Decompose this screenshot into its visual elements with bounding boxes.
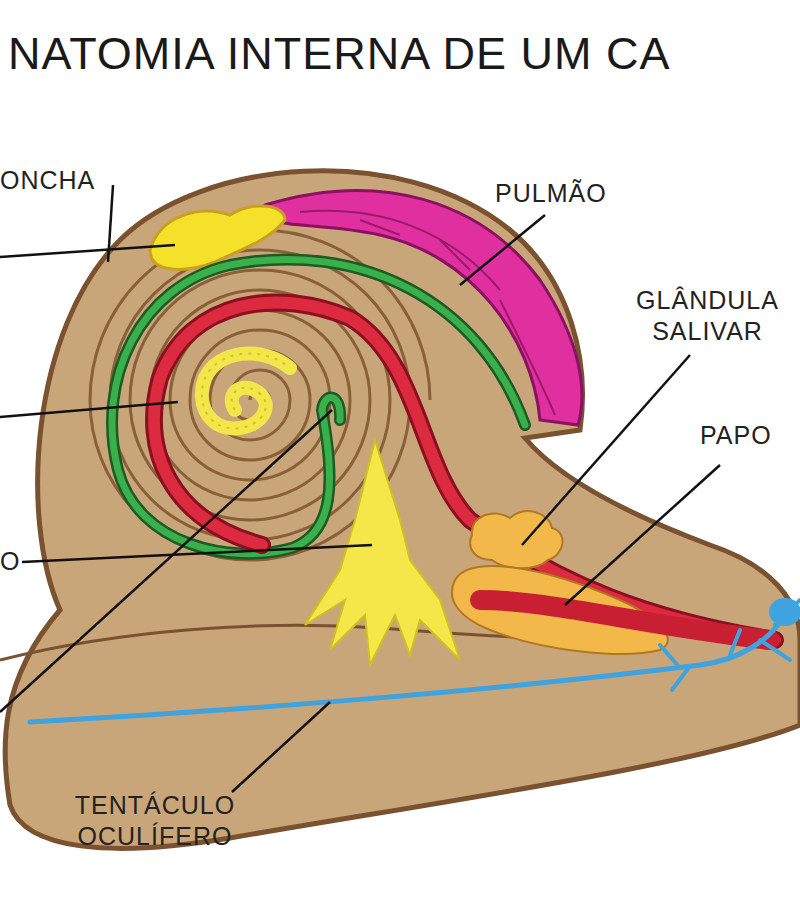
- leader-line: [232, 702, 330, 792]
- nerve-cord: [30, 615, 785, 722]
- leader-line: [0, 402, 178, 417]
- leader-line: [460, 215, 545, 285]
- part-label: ONCHA: [0, 165, 120, 196]
- leader-line: [0, 410, 332, 712]
- part-label: PAPO: [700, 420, 795, 451]
- leader-line: [0, 245, 175, 257]
- digestive-gland: [202, 353, 290, 428]
- part-label: PULMÃO: [495, 178, 645, 209]
- salivary-gland: [470, 511, 562, 568]
- part-label: TENTÁCULO OCULÍFERO: [40, 790, 270, 852]
- diagram-title: NATOMIA INTERNA DE UM CA: [8, 28, 670, 80]
- part-label: GLÂNDULA SALIVAR: [615, 285, 800, 347]
- leader-line: [22, 545, 372, 562]
- digestive-gland-dots: [202, 353, 290, 428]
- leader-line: [565, 465, 720, 605]
- crop-tube: [480, 600, 770, 640]
- snail-body: [5, 171, 800, 849]
- nerve-ganglion: [769, 598, 800, 626]
- leader-lines: [0, 185, 720, 792]
- part-label: O: [0, 546, 22, 577]
